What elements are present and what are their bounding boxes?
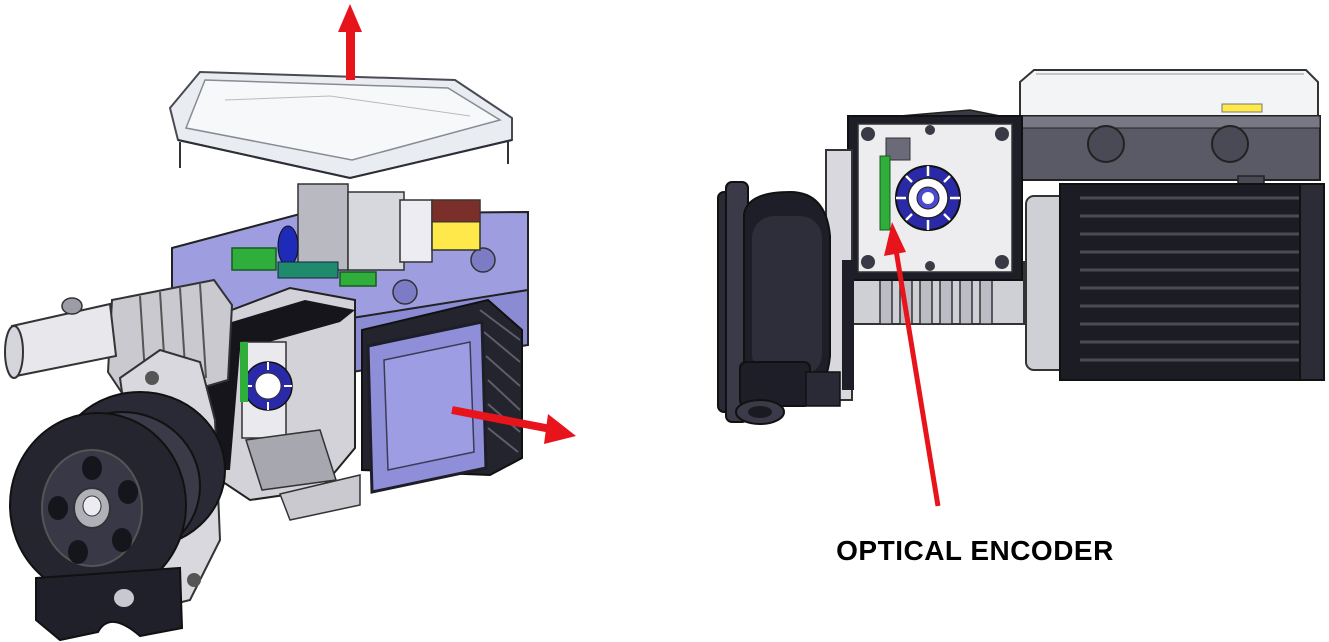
side-pulley xyxy=(717,181,831,423)
encoder-housing xyxy=(847,115,1023,281)
side-view-assembly xyxy=(717,69,1325,507)
transparent-lid xyxy=(168,70,513,180)
arrow-pointer-icon xyxy=(884,222,941,507)
encoder-label: OPTICAL ENCODER xyxy=(836,535,1114,566)
side-clamp xyxy=(735,361,841,425)
pulley-wheel xyxy=(9,391,226,598)
arrow-right-icon xyxy=(451,406,576,444)
arrow-up-icon xyxy=(338,4,362,80)
u-clamp xyxy=(35,566,184,642)
gearbox-housing xyxy=(198,286,361,521)
top-terminal-box xyxy=(1017,69,1321,200)
motor-body xyxy=(1025,183,1325,381)
exploded-assembly xyxy=(4,4,576,642)
motor-fins xyxy=(361,298,523,494)
